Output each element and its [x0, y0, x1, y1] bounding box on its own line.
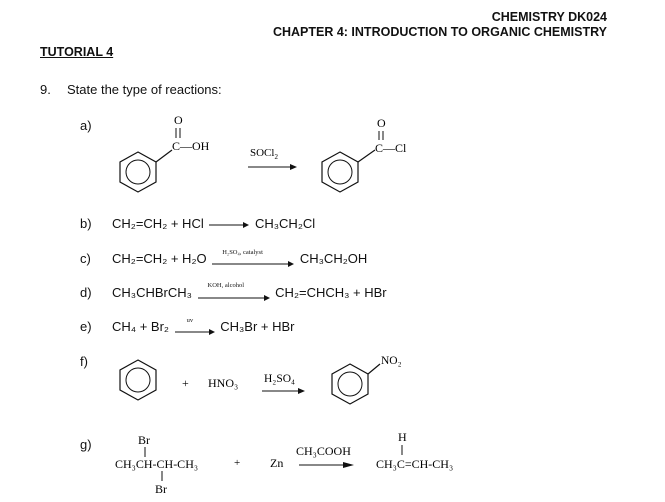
tutorial-title: TUTORIAL 4 — [40, 45, 114, 59]
reaction-b-products: CH₃CH₂Cl — [254, 216, 316, 231]
reaction-arrow — [212, 260, 295, 267]
reaction-e: CH₄ + Br₂ uv CH₃Br + HBr — [112, 316, 295, 335]
part-a-label: a) — [80, 118, 92, 133]
reaction-c-products: CH₃CH₂OH — [299, 251, 368, 266]
benzene-ring-reactant — [119, 359, 157, 401]
nitro-group: NO₂ — [381, 355, 402, 367]
reaction-d: CH₃CHBrCH₃ KOH, alcohol CH₂=CHCH₃ + HBr — [112, 281, 387, 301]
carboxyl-group: C—OH — [172, 139, 210, 153]
oxygen-right: O — [377, 116, 386, 130]
reaction-e-condition: uv — [186, 316, 194, 324]
reaction-e-reactants: CH₄ + Br₂ — [112, 319, 169, 334]
reaction-d-condition: KOH, alcohol — [207, 281, 245, 289]
plus-sign: + — [182, 376, 189, 390]
hydrogen-top: H — [398, 430, 407, 444]
reaction-f-condition: H₂SO₄ — [264, 373, 295, 385]
part-f-label: f) — [80, 354, 88, 369]
reaction-a-scheme: O C—OH SOCl2 O C—Cl — [119, 113, 407, 193]
reaction-c-reactants: CH₂=CH₂ + H₂O — [112, 251, 207, 266]
reaction-g-scheme: Br CH₃CH-CH-CH₃ Br + Zn CH₃COOH H CH₃C=C… — [115, 430, 453, 496]
course-title: CHEMISTRY DK024 — [491, 10, 607, 24]
reaction-d-products: CH₂=CHCH₃ + HBr — [275, 285, 387, 300]
benzene-ring-left — [119, 151, 157, 193]
bromine-bottom: Br — [155, 482, 167, 496]
part-c-label: c) — [80, 251, 91, 266]
reaction-e-products: CH₃Br + HBr — [220, 319, 295, 334]
question-text: State the type of reactions: — [67, 82, 222, 97]
reaction-g-condition: CH₃COOH — [296, 444, 351, 458]
reaction-arrow — [209, 221, 250, 228]
chapter-title: CHAPTER 4: INTRODUCTION TO ORGANIC CHEMI… — [272, 25, 607, 39]
part-g-label: g) — [80, 437, 92, 452]
reaction-b-reactants: CH₂=CH₂ + HCl — [112, 216, 204, 231]
benzene-ring-product — [331, 363, 369, 405]
acyl-chloride-group: C—Cl — [375, 141, 407, 155]
reaction-arrow — [197, 294, 270, 301]
part-e-label: e) — [80, 319, 92, 334]
part-d-label: d) — [80, 285, 92, 300]
zinc: Zn — [270, 456, 283, 470]
oxygen-left: O — [174, 113, 183, 127]
reagent-socl2: SOCl2 — [250, 147, 278, 161]
reaction-d-reactants: CH₃CHBrCH₃ — [112, 285, 192, 300]
reaction-c: CH₂=CH₂ + H₂O H₂SO₄, catalyst CH₃CH₂OH — [112, 248, 368, 267]
butene-product: CH₃C=CH-CH₃ — [376, 457, 453, 471]
part-b-label: b) — [80, 216, 92, 231]
bromine-top: Br — [138, 433, 150, 447]
reaction-b: CH₂=CH₂ + HCl CH₃CH₂Cl — [112, 216, 315, 231]
reaction-c-condition: H₂SO₄, catalyst — [222, 248, 263, 256]
benzene-ring-right — [321, 151, 359, 193]
reaction-arrow — [174, 328, 215, 335]
question-number: 9. — [40, 82, 51, 97]
plus-sign: + — [234, 457, 240, 469]
reaction-f-scheme: + HNO₃ H₂SO₄ NO₂ — [119, 355, 402, 405]
dibromobutane-chain: CH₃CH-CH-CH₃ — [115, 457, 198, 471]
nitric-acid: HNO₃ — [208, 376, 238, 390]
